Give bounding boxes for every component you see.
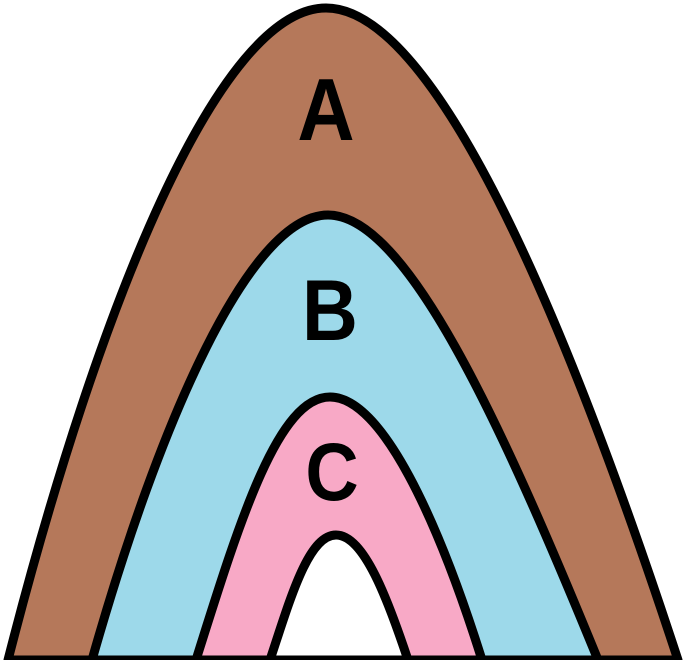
layer-c-label: C <box>305 425 358 518</box>
layer-a-label: A <box>297 60 354 159</box>
layer-b-label: B <box>302 263 358 359</box>
